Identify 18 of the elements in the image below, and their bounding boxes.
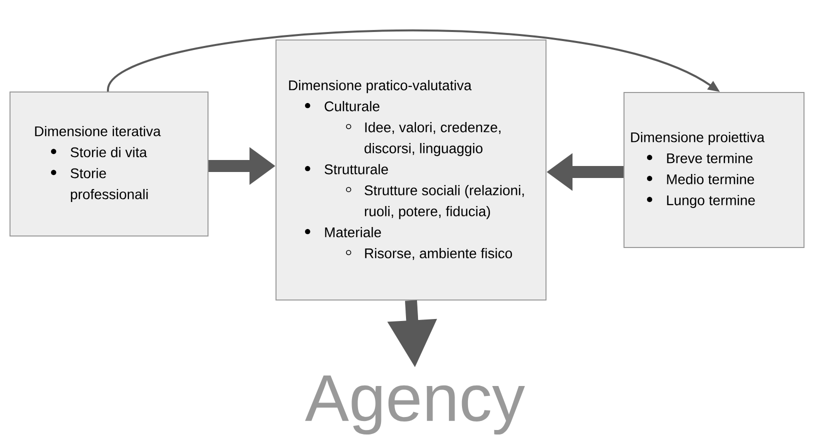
outlined-title: Agency: [305, 375, 525, 435]
list-item: Lungo termine: [647, 194, 755, 208]
text-box: [10, 92, 208, 236]
list-item: Materiale: [305, 227, 381, 238]
list-item: Risorse, ambiente fisico: [346, 248, 512, 260]
list-item: Storie professionali: [51, 168, 148, 202]
list-item: Strutture sociali (relazioni, ruoli, potere, fiducia): [346, 185, 524, 220]
heading-text: Dimensione proiettiva: [631, 132, 765, 146]
text-box: [276, 40, 546, 300]
list-item: Medio termine: [647, 174, 754, 184]
list-item: Storie di vita: [51, 146, 148, 158]
list-item: Idee, valori, credenze, discorsi, linguaggio: [346, 122, 500, 156]
list-item: Breve termine: [647, 152, 752, 164]
text-box: [624, 92, 804, 248]
heading-text: Dimensione pratico-valutativa: [289, 80, 472, 94]
heading-text: Dimensione iterativa: [35, 126, 161, 136]
list-item: Strutturale: [305, 164, 388, 174]
list-item: Culturale: [305, 101, 380, 112]
